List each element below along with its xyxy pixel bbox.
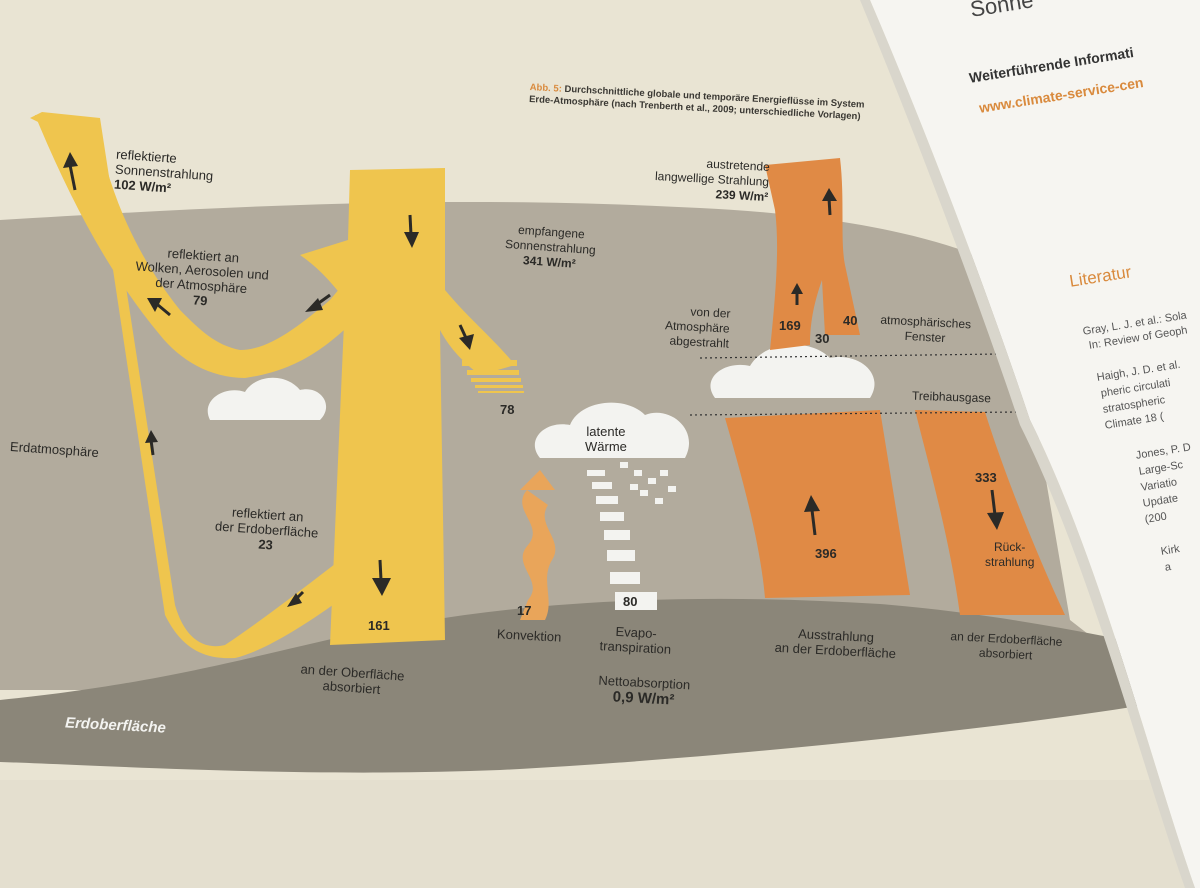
- label-line: strahlung: [985, 555, 1035, 569]
- cloud-value: 30: [815, 331, 830, 346]
- arrow-left-icon: [147, 298, 162, 312]
- arrow-down-icon: [990, 489, 997, 516]
- label-line: Rück-: [994, 540, 1026, 554]
- greenhouse-dotted-line: [689, 411, 1021, 416]
- arrow-left-icon: [305, 298, 323, 312]
- arrow-up-icon: [810, 509, 817, 536]
- arrow-up-icon: [804, 495, 820, 512]
- back-radiation-value: 333: [975, 470, 997, 485]
- convection-value: 17: [517, 603, 532, 618]
- arrow-down-icon: [378, 559, 383, 581]
- back-radiation-flow: [915, 410, 1065, 615]
- cloud-right: [710, 344, 875, 398]
- emitted-atmosphere-value: 169: [779, 318, 801, 333]
- outgoing-longwave-flow: [765, 158, 860, 350]
- arrow-left-icon: [287, 593, 302, 607]
- absorbed-atmosphere-value: 78: [500, 402, 515, 417]
- flow-arrows: [63, 152, 1004, 607]
- evapo-value-box: [615, 592, 657, 610]
- arrow-down-icon: [372, 578, 391, 596]
- cloud-latent-heat: [534, 402, 690, 458]
- ground-band: [0, 598, 1175, 773]
- cloud-left: [207, 377, 327, 420]
- evapotranspiration-dashes: [587, 462, 676, 584]
- arrow-up-icon: [145, 430, 158, 443]
- reflected-clouds-flow: [35, 115, 365, 378]
- arrow-up-icon: [68, 164, 77, 191]
- surface-emission-value: 396: [815, 546, 837, 561]
- arrow-down-icon: [404, 232, 419, 248]
- arrow-down-icon: [459, 334, 474, 350]
- arrow-up-icon: [822, 188, 837, 201]
- arrow-down-icon: [458, 324, 468, 339]
- cloud-top-dotted-line: [699, 353, 1001, 359]
- evapo-value: 80: [623, 594, 638, 609]
- arrow-up-icon: [63, 152, 78, 168]
- latent-heat-label: latente Wärme: [585, 424, 627, 454]
- convection-flow: [520, 490, 556, 620]
- back-radiation-label: Rück- strahlung: [985, 540, 1034, 570]
- page-bottom-shade: [0, 780, 1200, 888]
- right-page-surface: [870, 0, 1200, 888]
- window-value: 40: [843, 313, 858, 328]
- absorbed-atmosphere-stripes: [462, 360, 524, 393]
- convection-arrow-head: [520, 470, 555, 490]
- arrow-left-icon: [157, 303, 171, 317]
- arrow-up-icon: [791, 283, 803, 294]
- incoming-solar-flow: [300, 168, 515, 645]
- label-line: Wärme: [585, 439, 627, 454]
- page-gutter-shadow: [860, 0, 1195, 888]
- arrow-down-icon: [408, 214, 413, 236]
- surface-emission-flow: [725, 410, 910, 598]
- absorbed-surface-value: 161: [368, 618, 390, 633]
- label-line: latente: [586, 424, 626, 439]
- arrow-down-icon: [987, 512, 1004, 530]
